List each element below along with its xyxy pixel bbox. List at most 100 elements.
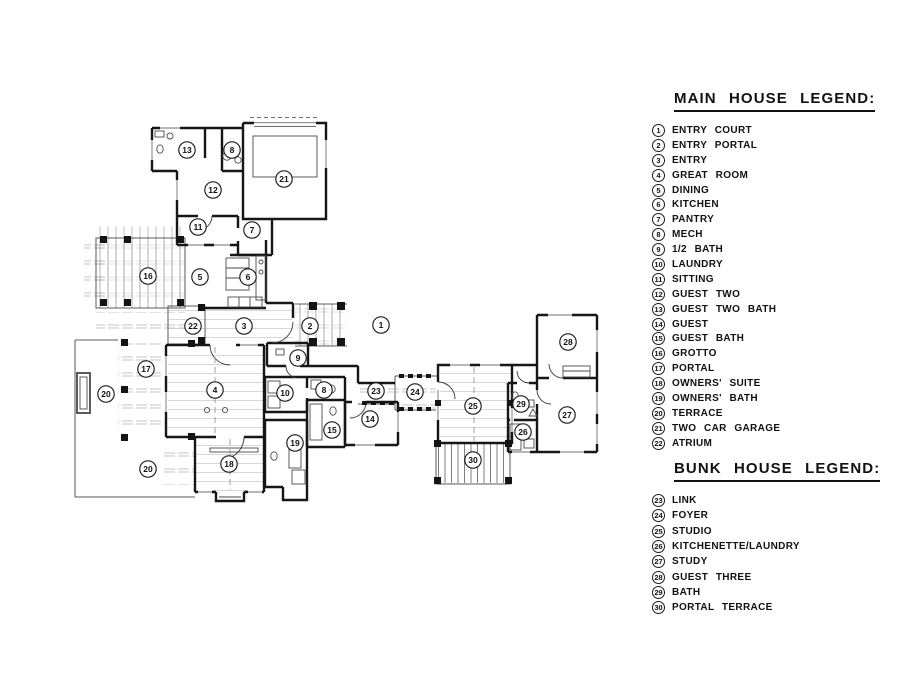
- legend-item-number: 29: [652, 585, 665, 599]
- legend-item-label: STUDY: [672, 556, 708, 568]
- room-marker-number: 23: [371, 386, 381, 396]
- room-marker-2: [301, 317, 319, 335]
- legend-item-label: KITCHENETTE/LAUNDRY: [672, 541, 800, 553]
- room-marker-13: [178, 141, 196, 159]
- legend-item-label: GUEST THREE: [672, 571, 752, 583]
- legend-item-label: STUDIO: [672, 525, 712, 537]
- legend-item-number: 15: [652, 332, 665, 346]
- legend-item-number: 12: [652, 287, 665, 301]
- legend-item-number: 5: [652, 183, 665, 197]
- room-marker-number: 12: [208, 185, 218, 195]
- legend-item-label: FOYER: [672, 510, 709, 522]
- room-marker-8: [315, 381, 333, 399]
- legend-item-label: KITCHEN: [672, 199, 719, 211]
- legend-item-label: LINK: [672, 495, 697, 507]
- room-marker-26: [514, 423, 532, 441]
- legend-item-label: OWNERS' BATH: [672, 392, 758, 404]
- room-marker-7: [243, 221, 261, 239]
- room-marker-number: 25: [468, 401, 478, 411]
- room-marker-number: 6: [246, 272, 251, 282]
- room-marker-14: [361, 410, 379, 428]
- legend-item-number: 18: [652, 377, 665, 391]
- legend-item: 18 OWNERS' SUITE: [652, 376, 897, 391]
- legend-item-label: GUEST TWO BATH: [672, 303, 777, 315]
- legend-item-label: LAUNDRY: [672, 258, 723, 270]
- legend-item-label: OWNERS' SUITE: [672, 378, 761, 390]
- legend-item-number: 19: [652, 391, 665, 405]
- room-marker-6: [239, 268, 257, 286]
- room-marker-number: 3: [242, 321, 247, 331]
- legend-item: 7 PANTRY: [652, 212, 897, 227]
- room-marker-15: [323, 421, 341, 439]
- legend-item: 6 KITCHEN: [652, 197, 897, 212]
- legend-item-label: SITTING: [672, 273, 714, 285]
- room-marker-number: 20: [143, 464, 153, 474]
- room-marker-number: 8: [322, 385, 327, 395]
- legend-item-number: 7: [652, 213, 665, 227]
- legend-item-number: 28: [652, 570, 665, 584]
- legend-item-number: 6: [652, 198, 665, 212]
- room-marker-30: [464, 451, 482, 469]
- room-marker-25: [464, 397, 482, 415]
- legend-item: 19 OWNERS' BATH: [652, 391, 897, 406]
- room-marker-29: [512, 395, 530, 413]
- legend-item-label: DINING: [672, 184, 710, 196]
- room-marker-number: 27: [562, 410, 572, 420]
- legend-item-number: 16: [652, 347, 665, 361]
- room-marker-number: 8: [230, 145, 235, 155]
- legend-item-number: 2: [652, 138, 665, 152]
- room-marker-number: 20: [101, 389, 111, 399]
- room-marker-number: 7: [250, 225, 255, 235]
- room-marker-number: 15: [327, 425, 337, 435]
- room-marker-17: [137, 360, 155, 378]
- legend-item-number: 1: [652, 123, 665, 137]
- room-marker-number: 24: [410, 387, 420, 397]
- room-marker-16: [139, 267, 157, 285]
- room-marker-number: 17: [141, 364, 151, 374]
- legend-item-number: 3: [652, 153, 665, 167]
- legend-item: 5 DINING: [652, 183, 897, 198]
- room-marker-20: [97, 385, 115, 403]
- legend-item-number: 24: [652, 509, 665, 523]
- room-marker-28: [559, 333, 577, 351]
- room-marker-number: 1: [379, 320, 384, 330]
- legend-item-label: ATRIUM: [672, 437, 713, 449]
- legend-item: 8 MECH: [652, 227, 897, 242]
- legend-item-number: 8: [652, 228, 665, 242]
- legend-item-label: MECH: [672, 229, 703, 241]
- legend-item-number: 4: [652, 168, 665, 182]
- room-marker-number: 14: [365, 414, 375, 424]
- legend-item-number: 20: [652, 406, 665, 420]
- legend-item-label: PANTRY: [672, 214, 715, 226]
- room-marker-11: [189, 218, 207, 236]
- legend-item: 4 GREAT ROOM: [652, 168, 897, 183]
- room-marker-number: 29: [516, 399, 526, 409]
- room-marker-22: [184, 317, 202, 335]
- room-marker-number: 28: [563, 337, 573, 347]
- room-marker-number: 2: [308, 321, 313, 331]
- legend-item: 28 GUEST THREE: [652, 569, 897, 584]
- room-marker-24: [406, 383, 424, 401]
- legend-item-label: GREAT ROOM: [672, 169, 749, 181]
- room-marker-23: [367, 382, 385, 400]
- legend-item: 24 FOYER: [652, 508, 897, 523]
- legend-item-label: GUEST: [672, 318, 709, 330]
- room-marker-number: 30: [468, 455, 478, 465]
- room-marker-number: 19: [290, 438, 300, 448]
- legend-item-label: GUEST BATH: [672, 333, 745, 345]
